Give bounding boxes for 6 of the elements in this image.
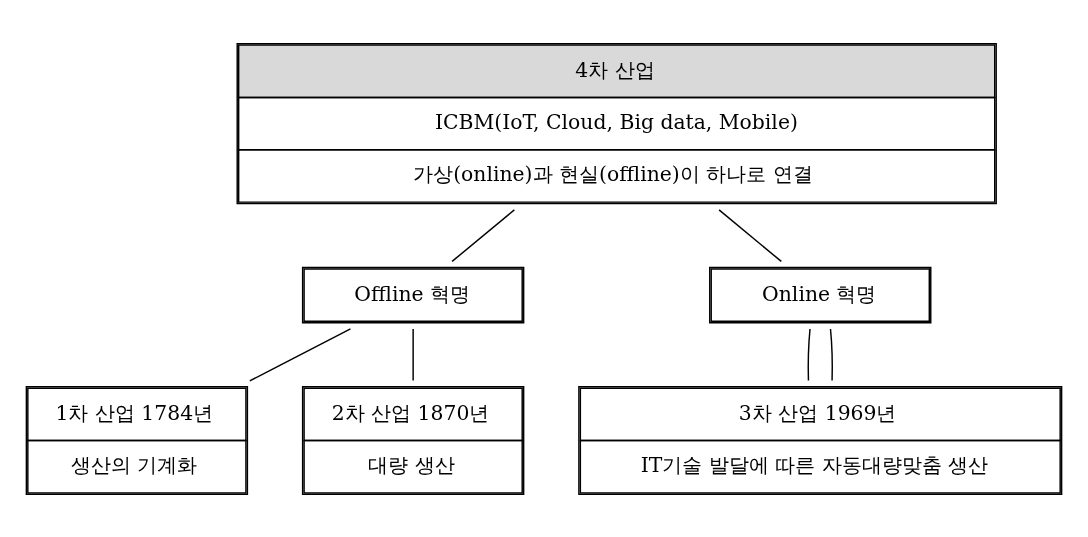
connector (412, 327, 414, 381)
connector (451, 208, 516, 262)
connector (829, 327, 833, 381)
connector (249, 327, 352, 382)
connector (807, 327, 811, 381)
connector (718, 208, 782, 262)
